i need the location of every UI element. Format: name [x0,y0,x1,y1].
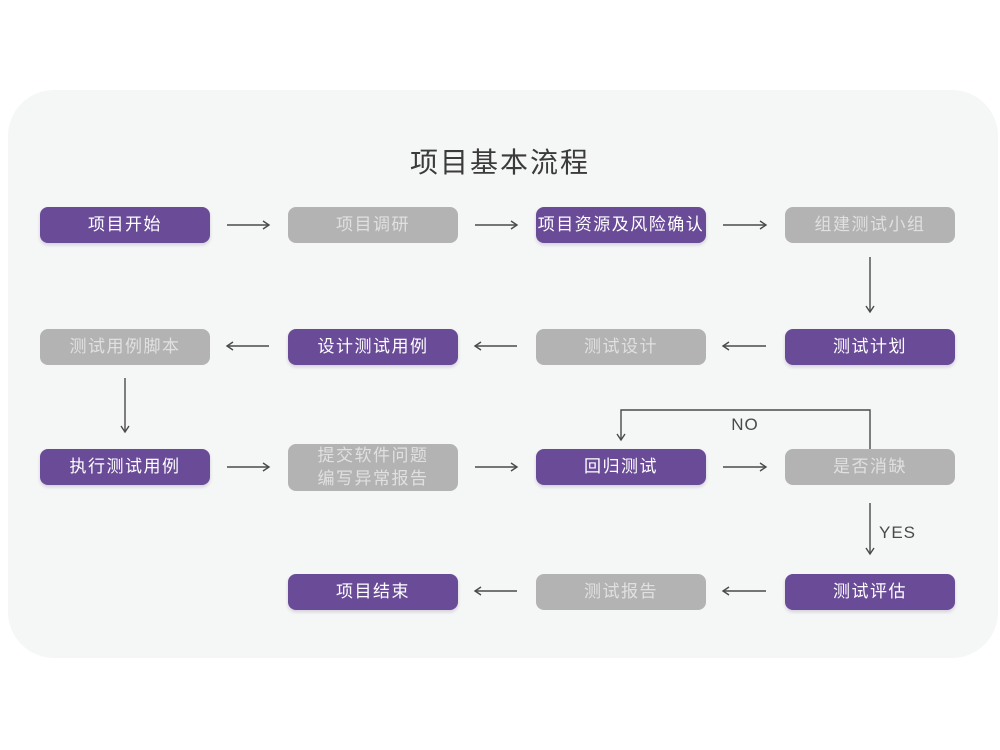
decision-label-yes: YES [879,523,917,542]
flowchart-canvas [8,90,998,658]
node-design-test-cases: 设计测试用例 [288,329,458,365]
node-defect-cleared: 是否消缺 [785,449,955,485]
node-regression-test: 回归测试 [536,449,706,485]
node-test-evaluation: 测试评估 [785,574,955,610]
node-test-design: 测试设计 [536,329,706,365]
node-project-research: 项目调研 [288,207,458,243]
node-test-report: 测试报告 [536,574,706,610]
node-project-start: 项目开始 [40,207,210,243]
decision-label-no: NO [731,415,759,434]
node-project-end: 项目结束 [288,574,458,610]
node-test-case-scripts: 测试用例脚本 [40,329,210,365]
node-resources-risk-confirm: 项目资源及风险确认 [536,207,706,243]
page-title: 项目基本流程 [409,147,590,178]
node-submit-issues-report: 提交软件问题 编写异常报告 [288,444,458,491]
node-test-plan: 测试计划 [785,329,955,365]
node-build-test-team: 组建测试小组 [785,207,955,243]
node-execute-test-cases: 执行测试用例 [40,449,210,485]
